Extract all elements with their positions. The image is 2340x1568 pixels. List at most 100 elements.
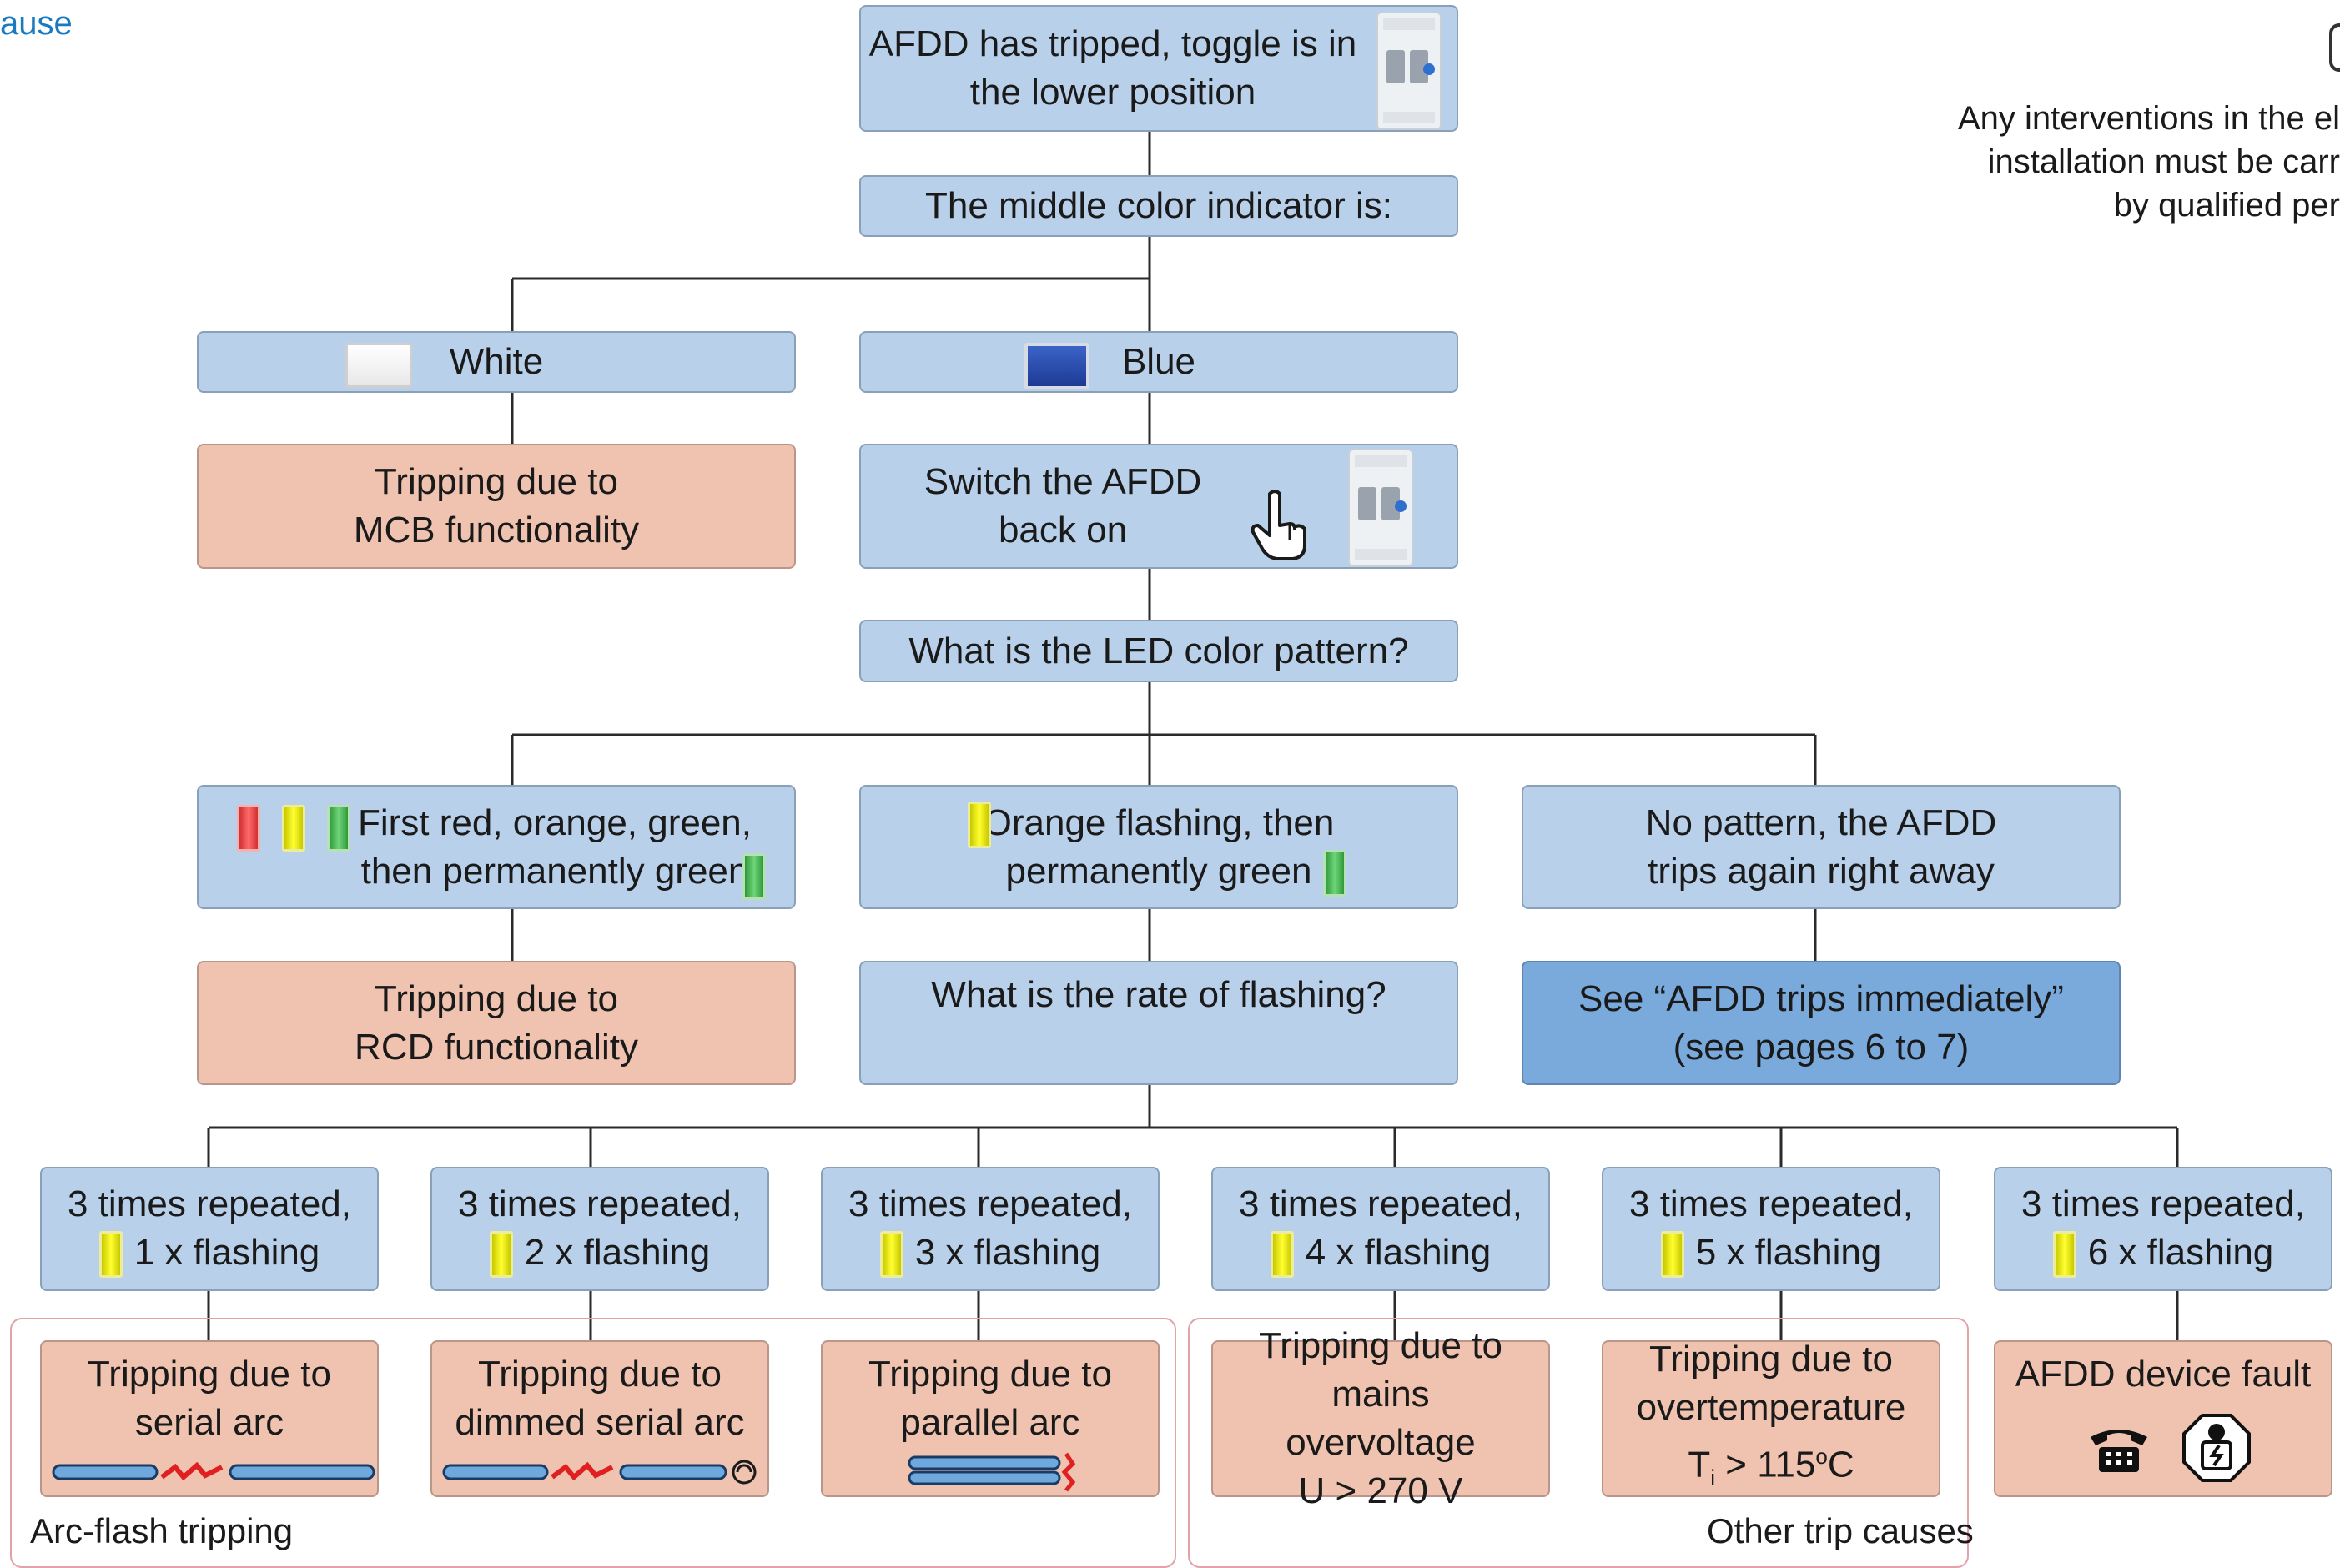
rate-bottom: 5 x flashing (1629, 1229, 1913, 1279)
result-parallel-arc: Tripping due to parallel arc (821, 1340, 1160, 1497)
switch-on-line-1: Switch the AFDD (923, 461, 1202, 502)
note-line-2: installation must be carr (1987, 143, 2340, 180)
mcb-line-2: MCB functionality (353, 510, 640, 550)
result-device-fault: AFDD device fault (1994, 1340, 2332, 1497)
temp-sup: o (1815, 1444, 1828, 1470)
electrician-icon (2182, 1414, 2251, 1482)
rate-bottom-text: 2 x flashing (524, 1231, 711, 1273)
red-led-icon (237, 805, 260, 852)
parallel-arc-icon (908, 1452, 1076, 1492)
rate-box-4: 3 times repeated, 4 x flashing (1211, 1167, 1550, 1291)
switch-on-box: Switch the AFDD back on (859, 444, 1458, 569)
result-line: serial arc (134, 1402, 284, 1443)
rate-top: 3 times repeated, (1239, 1183, 1522, 1224)
no-pattern-line-1: No pattern, the AFDD (1645, 802, 1997, 843)
first-red-box: First red, orange, green, then permanent… (197, 785, 796, 909)
afdd-device-icon (1376, 12, 1442, 130)
temperature-threshold: Ti > 115oC (1637, 1432, 1906, 1501)
note-line-1: Any interventions in the el (1957, 100, 2340, 137)
result-line: dimmed serial arc (455, 1402, 745, 1443)
afdd-device-icon (1348, 449, 1413, 567)
orange-flash-line-2: permanently green (1005, 850, 1312, 892)
other-causes-group-label: Other trip causes (1707, 1511, 1974, 1550)
rate-box-2: 3 times repeated, 2 x flashing (430, 1167, 769, 1291)
rate-box-1: 3 times repeated, 1 x flashing (40, 1167, 379, 1291)
rate-top: 3 times repeated, (458, 1183, 742, 1224)
orange-flash-box: Orange flashing, then permanently green (859, 785, 1458, 909)
rate-box-5: 3 times repeated, 5 x flashing (1602, 1167, 1940, 1291)
green-led-icon (1323, 850, 1346, 897)
rcd-result-box: Tripping due to RCD functionality (197, 961, 796, 1085)
rate-top: 3 times repeated, (1629, 1183, 1913, 1224)
rcd-line-2: RCD functionality (355, 1026, 638, 1068)
corner-link[interactable]: ause (0, 5, 73, 42)
result-line: Tripping due to (1649, 1339, 1893, 1380)
orange-led-icon (1660, 1231, 1684, 1279)
temp-unit: C (1827, 1444, 1854, 1485)
arc-flash-group-label: Arc-flash tripping (30, 1511, 294, 1550)
dimmed-serial-arc-icon (442, 1460, 757, 1485)
result-line: Tripping due to (868, 1354, 1112, 1395)
orange-led-icon (879, 1231, 903, 1279)
orange-led-icon (98, 1231, 123, 1279)
rate-box-6: 3 times repeated, 6 x flashing (1994, 1167, 2332, 1291)
result-line: Tripping due to mains (1259, 1325, 1502, 1415)
orange-led-icon (282, 805, 305, 852)
blue-box: Blue (859, 331, 1458, 393)
rate-bottom: 4 x flashing (1239, 1229, 1522, 1279)
see-immediate-line-1[interactable]: See “AFDD trips immediately” (1578, 977, 2064, 1019)
rate-box-3: 3 times repeated, 3 x flashing (821, 1167, 1160, 1291)
orange-flash-line-1: Orange flashing, then (983, 802, 1335, 843)
rate-top: 3 times repeated, (2021, 1183, 2305, 1224)
result-dimmed-serial-arc: Tripping due to dimmed serial arc (430, 1340, 769, 1497)
telephone-icon (2091, 1430, 2147, 1472)
start-line-1: AFDD has tripped, toggle is in (868, 23, 1357, 64)
led-pattern-text: What is the LED color pattern? (908, 630, 1409, 671)
blue-indicator-icon (1024, 343, 1089, 389)
switch-on-line-2: back on (998, 510, 1128, 550)
blue-label: Blue (1121, 341, 1196, 382)
result-line: parallel arc (900, 1402, 1080, 1443)
orange-led-icon (1270, 1231, 1294, 1279)
start-line-2: the lower position (969, 72, 1256, 113)
note-line-3: by qualified per (2113, 187, 2340, 224)
see-immediate-line-2: (see pages 6 to 7) (1673, 1026, 1970, 1068)
serial-arc-icon (52, 1461, 375, 1481)
result-line: Tripping due to (88, 1354, 331, 1395)
rate-bottom: 6 x flashing (2021, 1229, 2305, 1279)
white-box: White (197, 331, 796, 393)
result-line: AFDD device fault (2015, 1354, 2312, 1395)
led-pattern-box: What is the LED color pattern? (859, 620, 1458, 682)
middle-indicator-text: The middle color indicator is: (924, 185, 1392, 226)
rate-bottom-text: 4 x flashing (1305, 1231, 1492, 1273)
note-icon (2329, 23, 2340, 72)
rate-top: 3 times repeated, (68, 1183, 351, 1224)
middle-indicator-box: The middle color indicator is: (859, 175, 1458, 237)
flash-rate-box: What is the rate of flashing? (859, 961, 1458, 1085)
rcd-line-1: Tripping due to (375, 977, 618, 1019)
temp-rest: > 115 (1715, 1444, 1816, 1485)
mcb-result-box: Tripping due to MCB functionality (197, 444, 796, 569)
result-line: overtemperature (1636, 1387, 1906, 1429)
result-line: Tripping due to (478, 1354, 722, 1395)
start-box: AFDD has tripped, toggle is in the lower… (859, 5, 1458, 132)
mcb-line-1: Tripping due to (375, 461, 618, 502)
white-label: White (449, 341, 544, 382)
result-line: overvoltage (1286, 1422, 1476, 1463)
flash-rate-text: What is the rate of flashing? (931, 974, 1386, 1015)
green-led-icon (742, 853, 766, 900)
rate-bottom: 2 x flashing (458, 1229, 742, 1279)
rate-bottom: 3 x flashing (848, 1229, 1132, 1279)
temp-symbol: T (1688, 1444, 1711, 1485)
no-pattern-box: No pattern, the AFDD trips again right a… (1522, 785, 2121, 909)
white-indicator-icon (345, 343, 412, 388)
see-immediate-box[interactable]: See “AFDD trips immediately” (see pages … (1522, 961, 2121, 1085)
pointing-hand-icon (1251, 490, 1306, 560)
rate-bottom-text: 5 x flashing (1695, 1231, 1882, 1273)
rate-bottom-text: 3 x flashing (914, 1231, 1101, 1273)
rate-top: 3 times repeated, (848, 1183, 1132, 1224)
rate-bottom-text: 6 x flashing (2087, 1231, 2274, 1273)
no-pattern-line-2: trips again right away (1648, 850, 1995, 892)
first-red-line-2: then permanently green (360, 850, 749, 892)
result-overtemperature: Tripping due to overtemperature Ti > 115… (1602, 1339, 1940, 1497)
